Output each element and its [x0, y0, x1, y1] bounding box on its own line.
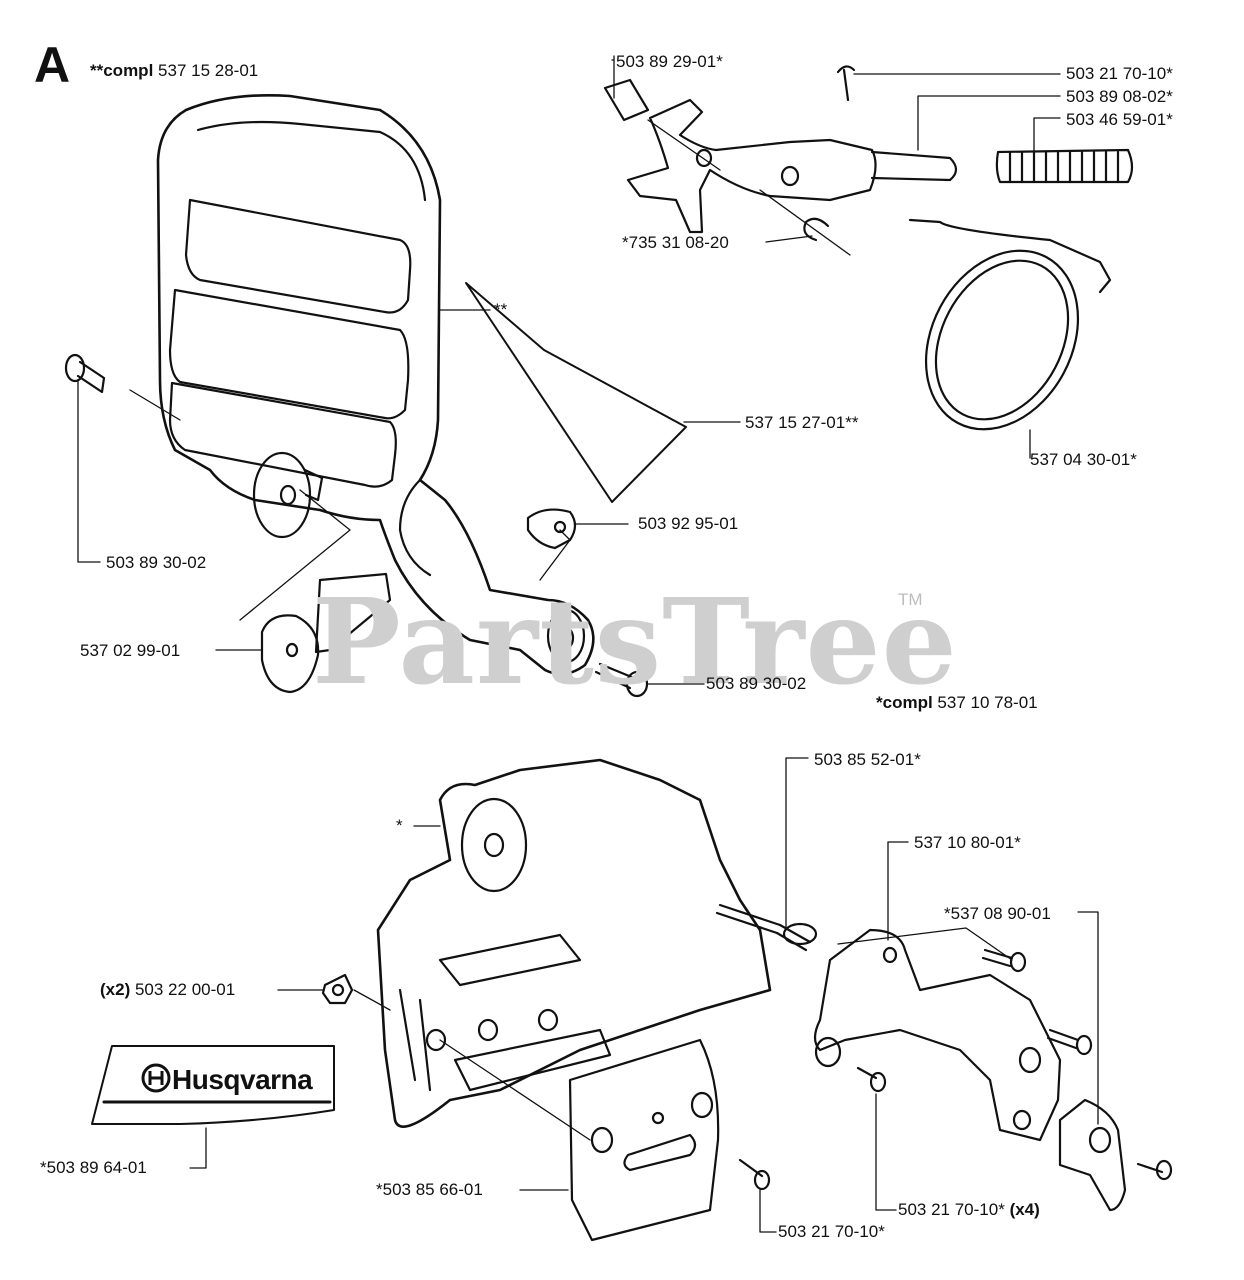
part-label-503-89-29[interactable]: 503 89 29-01* — [616, 52, 723, 71]
brake-lever-part — [603, 65, 958, 234]
part-label-537-04-30[interactable]: 537 04 30-01* — [1030, 450, 1137, 469]
part-label-503-22-00-qty: (x2) — [100, 980, 131, 999]
clutch-cover-part — [376, 758, 772, 1128]
part-label-503-85-52[interactable]: 503 85 52-01* — [814, 750, 921, 769]
brake-assembly-label: *compl 537 10 78-01 — [876, 693, 1038, 713]
part-label-503-89-30-right[interactable]: 503 89 30-02 — [706, 674, 807, 693]
part-label-503-21-70-x4-qty: (x4) — [1009, 1200, 1040, 1219]
cover-plate-part — [568, 1038, 720, 1242]
part-label-503-21-70-x4-number: 503 21 70-10* — [898, 1200, 1005, 1219]
part-label-537-02-99[interactable]: 537 02 99-01 — [80, 641, 181, 660]
part-label-503-21-70-x4[interactable]: 503 21 70-10* (x4) — [898, 1200, 1040, 1220]
guard-assembly-label: **compl 537 15 28-01 — [90, 61, 258, 81]
watermark-text: PartsTree — [312, 572, 958, 711]
decal-sheet-part — [465, 282, 687, 503]
bushing-part — [260, 572, 392, 694]
part-label-guard-marker: ** — [494, 300, 508, 319]
bracket-part — [1058, 1098, 1127, 1212]
leader-lines — [77, 55, 1099, 1233]
part-label-503-89-08[interactable]: 503 89 08-02* — [1066, 87, 1173, 106]
brake-assembly-prefix: *compl — [876, 693, 933, 712]
washer-part — [526, 508, 577, 550]
part-label-537-08-90[interactable]: *537 08 90-01 — [944, 904, 1051, 923]
spring-part — [995, 148, 1134, 184]
part-label-503-21-70-bottom[interactable]: 503 21 70-10* — [778, 1222, 885, 1241]
decal-brand-text: Husqvarna — [172, 1064, 313, 1095]
screw-right-part — [594, 662, 649, 698]
guard-assembly-number: 537 15 28-01 — [158, 61, 259, 80]
part-label-cover-marker: * — [396, 816, 403, 835]
logo-decal-part — [91, 1045, 335, 1125]
part-label-503-89-30-left[interactable]: 503 89 30-02 — [106, 553, 207, 572]
part-label-537-10-80[interactable]: 537 10 80-01* — [914, 833, 1021, 852]
part-label-537-15-27[interactable]: 537 15 27-01** — [745, 413, 859, 432]
part-label-735-31-08[interactable]: *735 31 08-20 — [622, 233, 729, 252]
part-label-503-89-64[interactable]: *503 89 64-01 — [40, 1158, 147, 1177]
screws-lower-part — [738, 948, 1173, 1191]
brake-assembly-number: 537 10 78-01 — [937, 693, 1038, 712]
guard-assembly-prefix: **compl — [90, 61, 154, 80]
watermark-trademark: TM — [898, 590, 923, 609]
nut-part — [321, 973, 354, 1005]
part-label-503-46-59[interactable]: 503 46 59-01* — [1066, 110, 1173, 129]
stud-part — [715, 903, 818, 952]
part-label-503-85-66[interactable]: *503 85 66-01 — [376, 1180, 483, 1199]
brake-band-part — [908, 218, 1112, 431]
part-label-503-92-95[interactable]: 503 92 95-01 — [638, 514, 739, 533]
brake-cover-part — [813, 928, 1062, 1142]
section-letter: A — [34, 37, 71, 93]
part-label-503-22-00-number: 503 22 00-01 — [134, 980, 236, 999]
screw-left-part — [64, 353, 106, 394]
part-label-503-21-70-top[interactable]: 503 21 70-10* — [1066, 64, 1173, 83]
part-label-503-22-00[interactable]: (x2) 503 22 00-01 — [100, 980, 235, 1000]
husqvarna-logo-icon — [141, 1063, 171, 1093]
hand-guard-part — [156, 93, 595, 676]
